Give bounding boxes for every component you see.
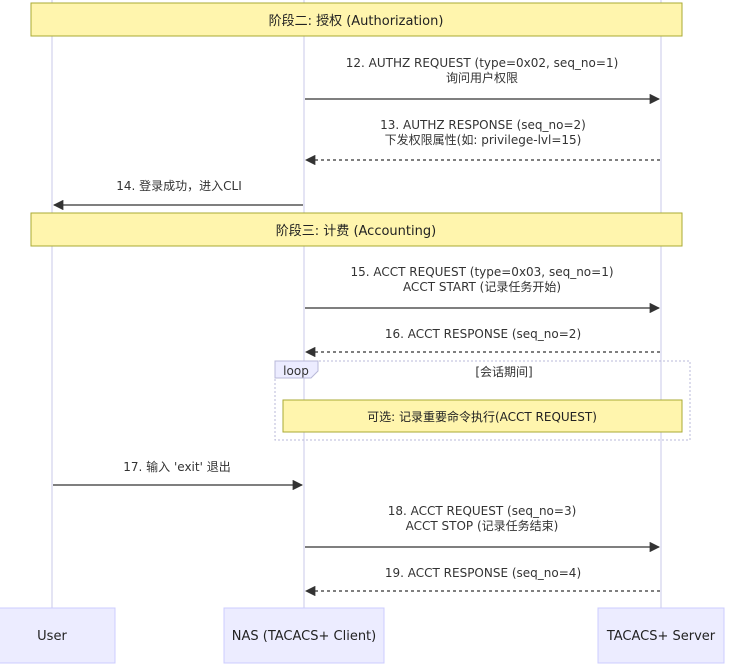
- message-19-line1: 19. ACCT RESPONSE (seq_no=4): [385, 566, 581, 580]
- message-12-line2: 询问用户权限: [446, 70, 518, 85]
- note-phase3: 阶段三: 计费 (Accounting): [30, 212, 683, 247]
- note-phase2: 阶段二: 授权 (Authorization): [30, 2, 683, 37]
- message-15-line1: 15. ACCT REQUEST (type=0x03, seq_no=1): [350, 265, 613, 279]
- message-12-line1: 12. AUTHZ REQUEST (type=0x02, seq_no=1): [346, 56, 619, 70]
- message-17-line1: 17. 输入 'exit' 退出: [123, 459, 230, 474]
- loop-keyword: loop: [283, 364, 309, 378]
- message-18: 18. ACCT REQUEST (seq_no=3) ACCT STOP (记…: [305, 504, 661, 553]
- loop-title: [会话期间]: [475, 365, 532, 379]
- participant-nas-label: NAS (TACACS+ Client): [232, 629, 376, 644]
- participant-user: User: [0, 607, 116, 664]
- note-phase2-text: 阶段二: 授权 (Authorization): [269, 13, 444, 29]
- participant-user-label: User: [37, 629, 67, 644]
- message-19: 19. ACCT RESPONSE (seq_no=4): [304, 566, 660, 597]
- note-optional: [282, 399, 683, 433]
- participant-server-label: TACACS+ Server: [606, 629, 716, 644]
- message-15: 15. ACCT REQUEST (type=0x03, seq_no=1) A…: [305, 265, 661, 314]
- loop-frame: loop [会话期间] 可选: 记录重要命令执行(ACCT REQUEST): [274, 360, 691, 441]
- message-17: 17. 输入 'exit' 退出: [53, 459, 304, 491]
- note-optional-text: 可选: 记录重要命令执行(ACCT REQUEST): [367, 409, 597, 424]
- message-15-line2: ACCT START (记录任务开始): [403, 279, 561, 294]
- participant-nas: NAS (TACACS+ Client): [223, 607, 385, 664]
- participant-server: TACACS+ Server: [597, 607, 725, 664]
- message-13-line2: 下发权限属性(如: privilege-lvl=15): [385, 132, 582, 147]
- message-14: 14. 登录成功，进入CLI: [52, 178, 303, 211]
- message-14-line1: 14. 登录成功，进入CLI: [116, 178, 242, 193]
- message-18-line2: ACCT STOP (记录任务结束): [406, 518, 559, 533]
- message-18-line1: 18. ACCT REQUEST (seq_no=3): [388, 504, 577, 518]
- message-16: 16. ACCT RESPONSE (seq_no=2): [304, 327, 660, 358]
- message-12: 12. AUTHZ REQUEST (type=0x02, seq_no=1) …: [305, 56, 661, 105]
- lifelines: [51, 0, 662, 608]
- message-13-line1: 13. AUTHZ RESPONSE (seq_no=2): [380, 118, 586, 132]
- note-phase3-text: 阶段三: 计费 (Accounting): [276, 224, 436, 239]
- message-13: 13. AUTHZ RESPONSE (seq_no=2) 下发权限属性(如: …: [304, 118, 660, 166]
- message-16-line1: 16. ACCT RESPONSE (seq_no=2): [385, 327, 581, 341]
